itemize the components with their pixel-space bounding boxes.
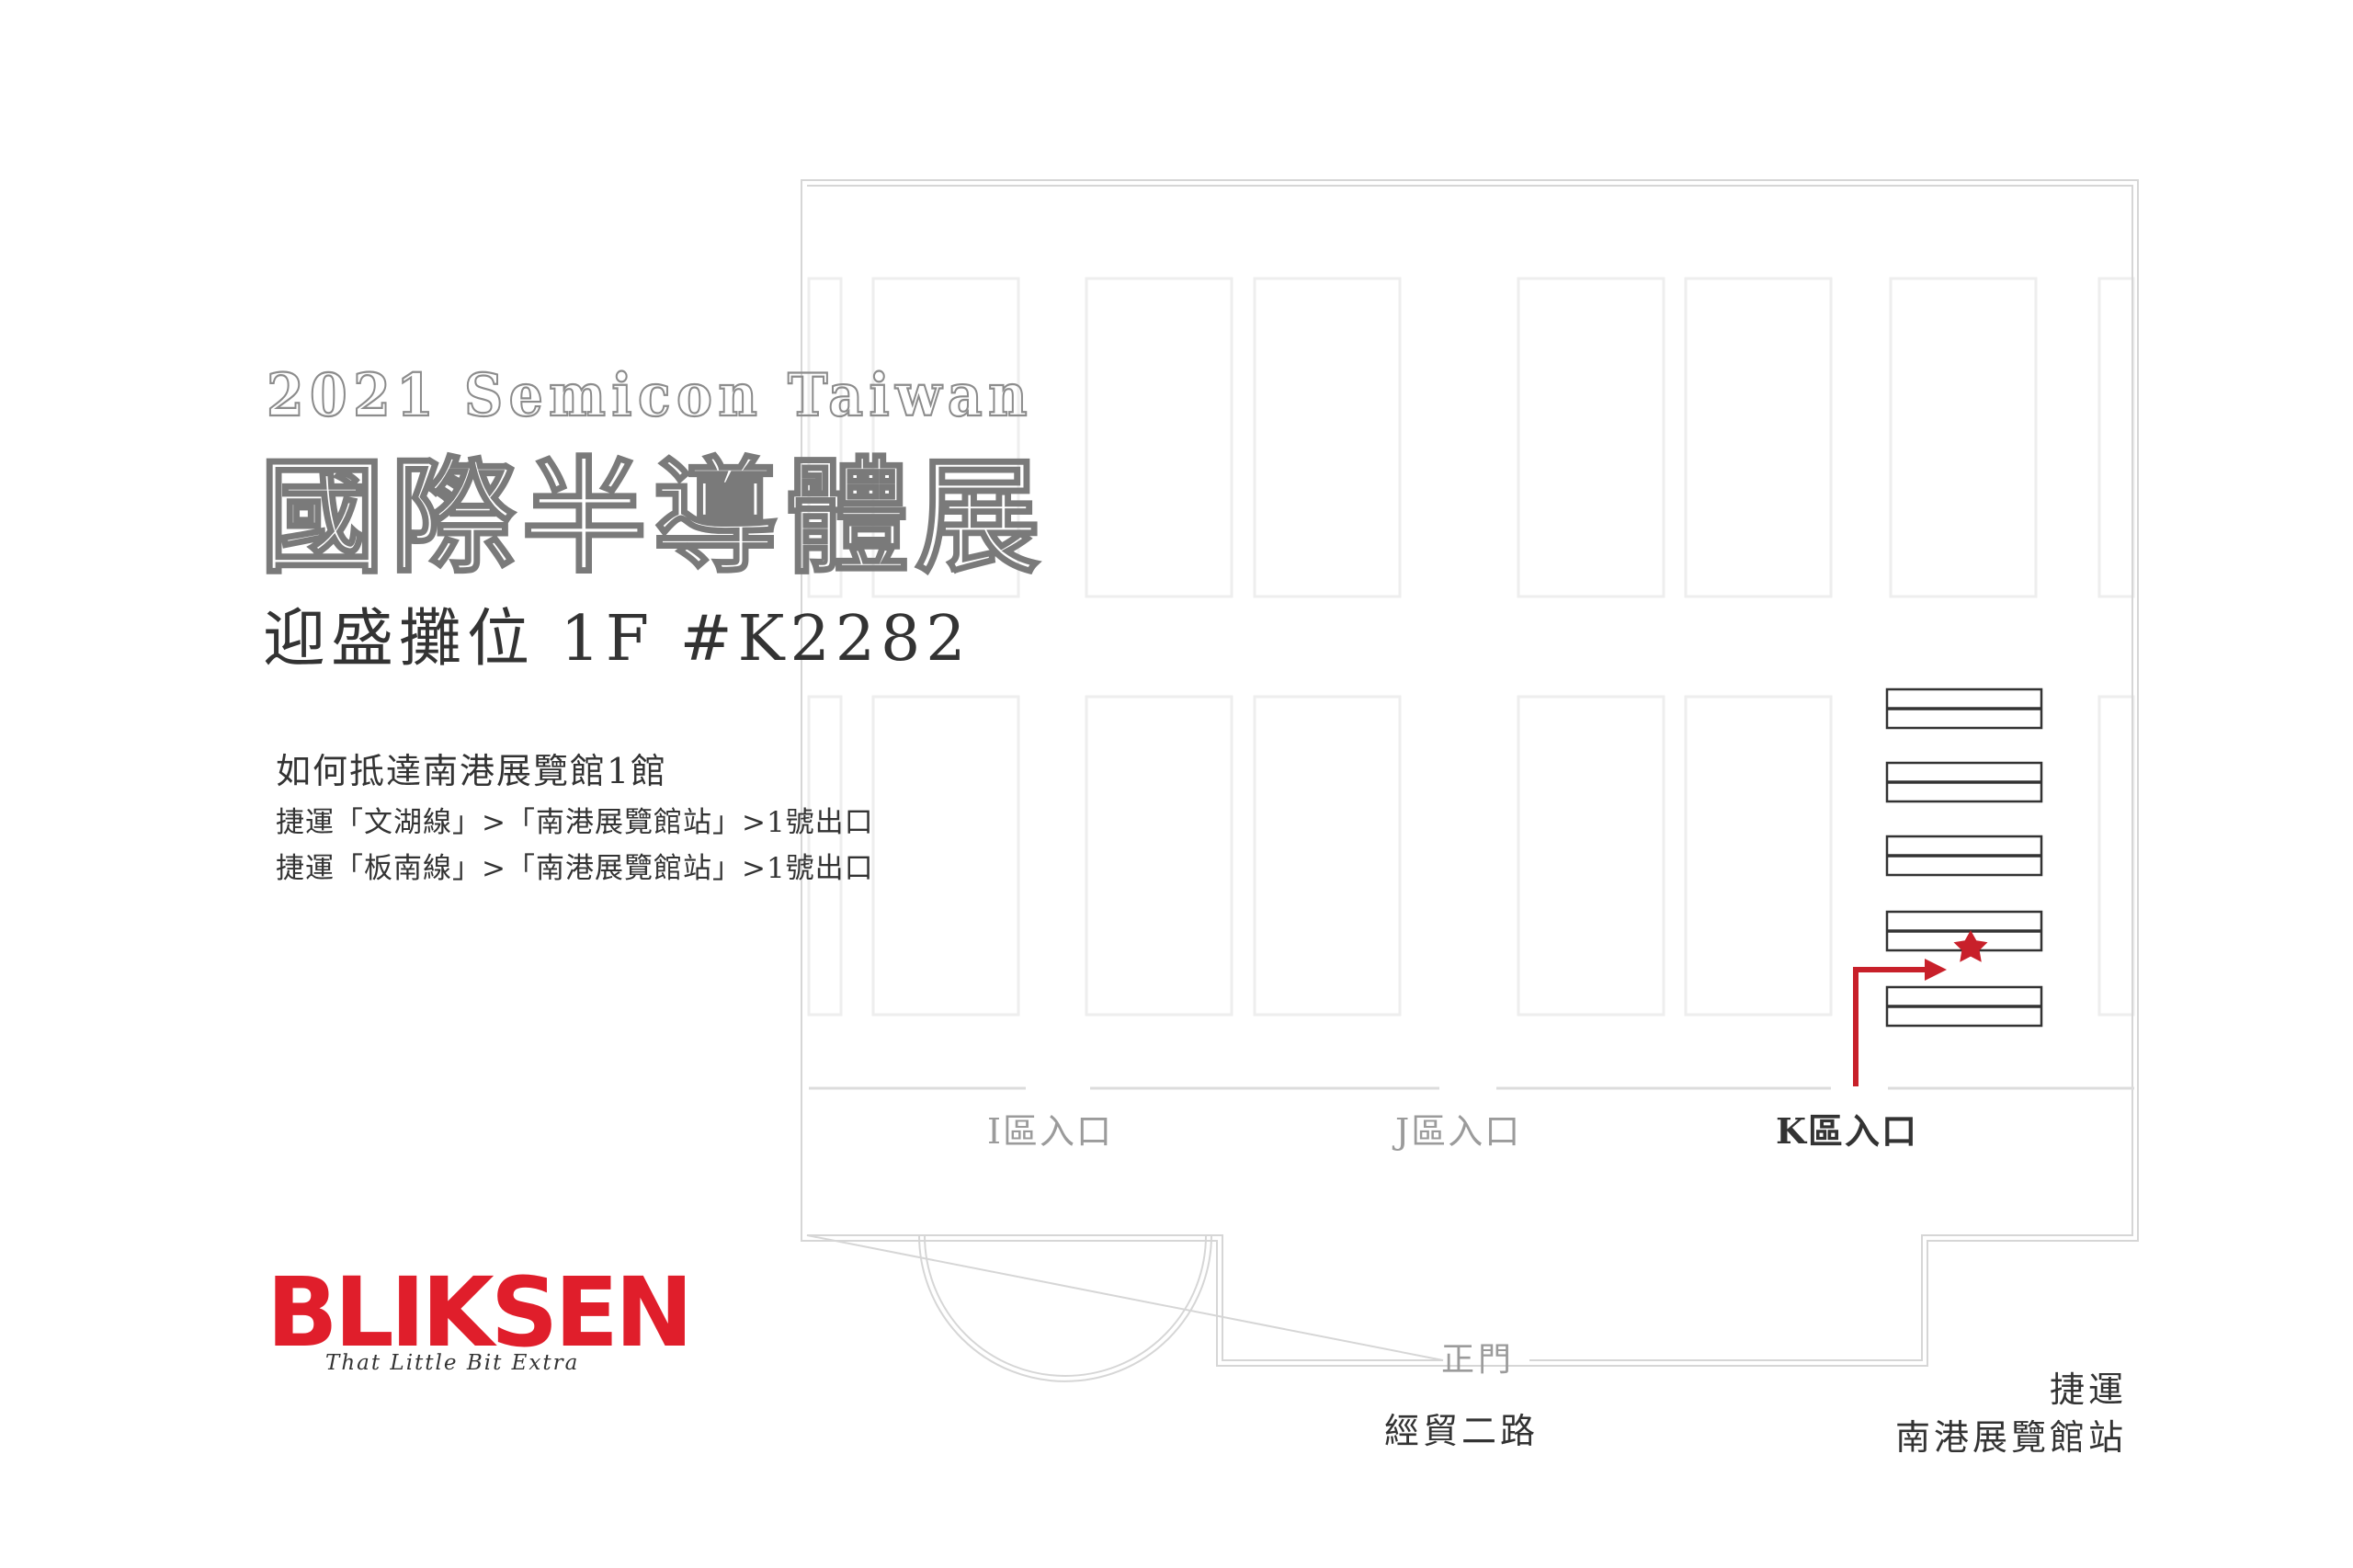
hall-blocks-bottom <box>807 695 2135 1017</box>
booth-row-dividers <box>1887 707 2041 1008</box>
booth-number: 迎盛攤位 1F #K2282 <box>263 603 972 676</box>
entrance-j-label: J區入口 <box>1395 1111 1522 1152</box>
route-bannan-line: 捷運「板南線」>「南港展覽館站」>1號出口 <box>276 852 874 885</box>
brand-name: BLIKSEN <box>267 1256 693 1369</box>
mrt-label-line2: 南港展覽館站 <box>1894 1417 2127 1459</box>
main-gate-label: 正門 <box>1441 1341 1516 1379</box>
brand-tagline: That Little Bit Extra <box>325 1351 580 1375</box>
entrance-i-label: I區入口 <box>987 1111 1114 1152</box>
building-outline <box>801 179 2139 1382</box>
mrt-station-label: 捷運 南港展覽館站 <box>1895 1366 2127 1462</box>
road-label: 經貿二路 <box>1384 1411 1540 1451</box>
event-title-en: 2021 Semicon Taiwan <box>267 361 1033 430</box>
brand-logo: BLIKSEN That Little Bit Extra <box>267 1265 693 1375</box>
arrow-icon <box>1853 959 1947 1086</box>
booth-rows <box>1885 687 2043 1028</box>
star-icon <box>1953 930 1988 962</box>
entrance-k-label: K區入口 <box>1776 1110 1919 1152</box>
event-title-zh: 國際半導體展 <box>259 444 1046 591</box>
mrt-label-line1: 捷運 <box>2049 1369 2127 1410</box>
directions-title: 如何抵達南港展覽館1館 <box>276 751 668 791</box>
route-wenhu-line: 捷運「文湖線」>「南港展覽館站」>1號出口 <box>276 806 874 839</box>
